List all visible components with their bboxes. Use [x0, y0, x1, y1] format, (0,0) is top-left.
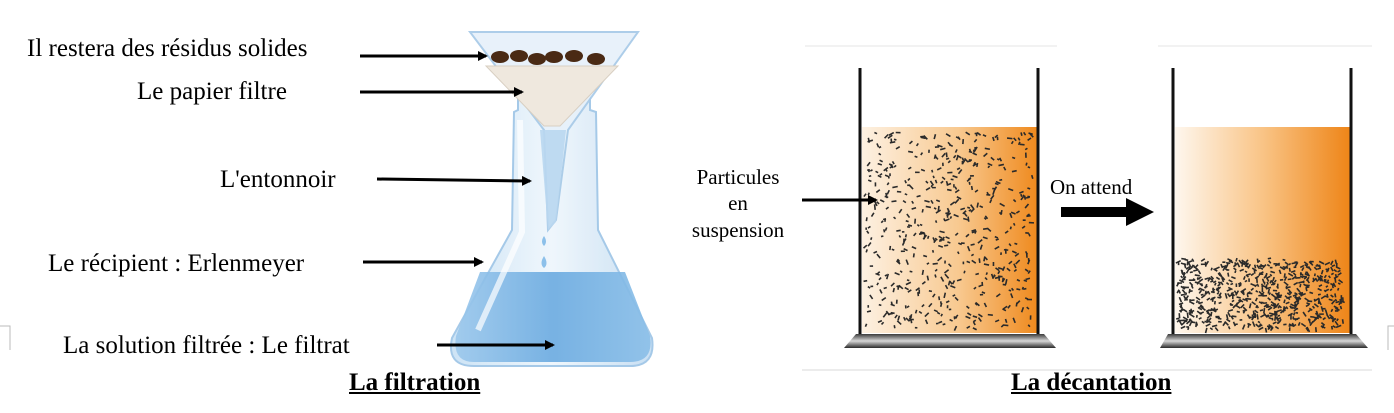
funnel-stem: [540, 130, 566, 230]
arrow-entonnoir: [376, 175, 532, 186]
caption-decantation: La décantation: [1011, 369, 1172, 396]
beaker-before: [844, 68, 1056, 348]
label-particules-line1: Particules: [696, 165, 780, 189]
settled-particles: [1175, 257, 1345, 334]
solid-residues: [491, 50, 605, 65]
beaker-before-liquid: [862, 127, 1037, 333]
beaker-before-base: [844, 334, 1056, 348]
label-particules: Particules en suspension: [676, 164, 800, 243]
label-filtrat: La solution filtrée : Le filtrat: [63, 332, 350, 359]
label-papier-filtre: Le papier filtre: [137, 78, 287, 105]
erlenmeyer-flask: [450, 95, 654, 367]
flask-highlight: [475, 119, 526, 332]
filter-paper: [484, 65, 620, 127]
label-recipient: Le récipient : Erlenmeyer: [48, 250, 305, 277]
filtrate-drops: [541, 236, 547, 268]
label-particules-line2: en: [728, 191, 748, 216]
filtration-arrows: [360, 51, 555, 350]
flask-liquid: [455, 272, 651, 362]
beaker-after: [1160, 68, 1368, 348]
arrow-on-attend: [1061, 198, 1154, 226]
corner-mark-right: [1387, 325, 1394, 350]
beaker-after-base: [1160, 334, 1368, 348]
label-entonnoir: L'entonnoir: [220, 166, 336, 193]
caption-filtration: La filtration: [349, 369, 481, 396]
label-particules-line3: suspension: [691, 217, 785, 242]
label-residus: Il restera des résidus solides: [27, 35, 308, 62]
label-on-attend: On attend: [1050, 175, 1133, 199]
beaker-after-liquid: [1175, 127, 1350, 333]
corner-mark-left: [0, 325, 11, 350]
